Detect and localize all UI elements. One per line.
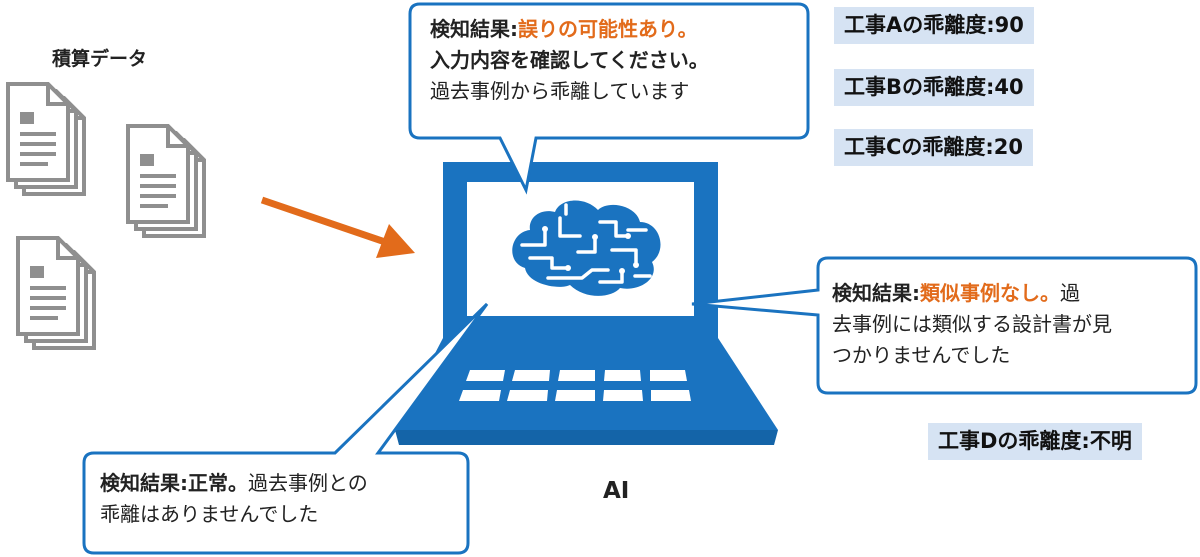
badge-project-d: 工事Dの乖離度:不明 [928,423,1142,461]
laptop-icon [395,162,778,445]
bubble-top-line3: 過去事例から乖離しています [430,79,690,103]
badge-project-c: 工事Cの乖離度:20 [834,129,1034,167]
bubble-right-highlight: 類似事例なし。 [920,281,1060,305]
document-stack-icon-1 [8,84,84,194]
bubble-right-line3: つかりませんでした [832,343,1011,367]
arrow-icon [260,196,415,258]
bubble-right-text: 検知結果:類似事例なし。過 去事例には類似する設計書が見 つかりませんでした [832,278,1112,371]
badge-project-a: 工事Aの乖離度:90 [834,7,1034,45]
bubble-right-rest1: 過 [1060,281,1080,305]
bubble-bottom-line2: 乖離はありませんでした [100,502,319,526]
bubble-right-head: 検知結果: [832,281,920,305]
bubble-bottom-rest1: 過去事例との [248,471,368,495]
speech-bubble-right [691,256,1198,395]
bubble-bottom-head: 検知結果: [100,471,188,495]
bubble-top-head: 検知結果: [430,17,518,41]
bubble-right-line2: 去事例には類似する設計書が見 [832,312,1112,336]
document-stack-icon-2 [128,126,204,236]
bubble-top-highlight: 誤りの可能性あり。 [518,17,698,41]
brain-icon [512,200,661,296]
bubble-bottom-bold: 正常。 [188,471,248,495]
speech-bubble-bottom [82,302,489,555]
data-label: 積算データ [52,48,148,70]
ai-label: AI [603,478,630,504]
bubble-bottom-text: 検知結果:正常。過去事例との 乖離はありませんでした [100,468,368,530]
speech-bubble-top [408,2,810,195]
document-stack-icon-3 [18,238,94,348]
bubble-top-line2: 入力内容を確認してください。 [430,48,709,72]
bubble-top-text: 検知結果:誤りの可能性あり。 入力内容を確認してください。 過去事例から乖離して… [430,14,709,107]
badge-project-b: 工事Bの乖離度:40 [834,69,1034,107]
